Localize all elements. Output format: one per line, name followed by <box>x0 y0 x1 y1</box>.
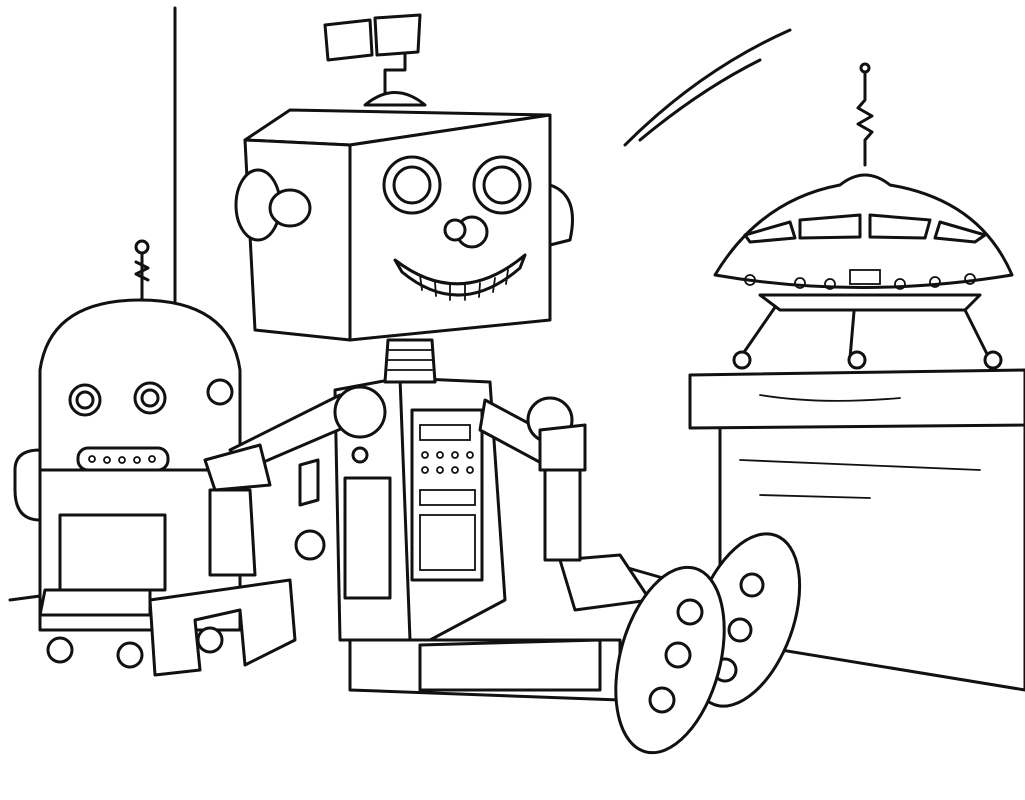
box-robot-arms <box>148 385 587 677</box>
box-robot-legs <box>348 532 802 755</box>
box-robot-body <box>333 338 507 642</box>
table <box>688 368 1025 692</box>
box-robot-head <box>234 13 574 342</box>
flying-saucer-toy <box>713 62 1014 370</box>
small-dome-robot <box>13 239 242 669</box>
